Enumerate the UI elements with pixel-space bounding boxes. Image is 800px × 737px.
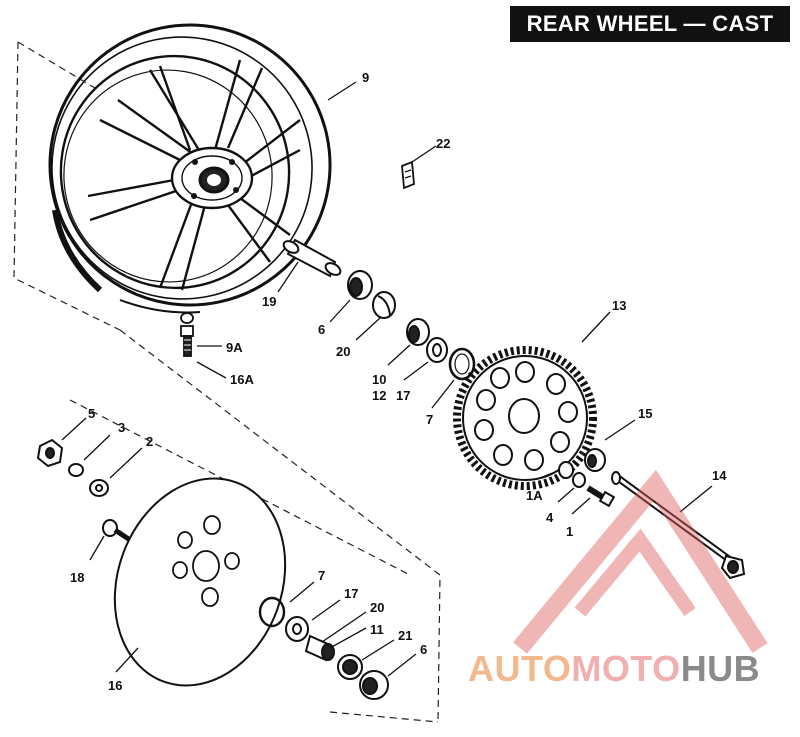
callout-16: 16 (108, 678, 122, 693)
leader-lines (61, 81, 713, 677)
callout-9A: 9A (226, 340, 243, 355)
bearing-6-lower (359, 670, 389, 700)
callout-7-lower: 7 (318, 568, 325, 583)
callout-9: 9 (362, 70, 369, 85)
callout-21: 21 (398, 628, 412, 643)
watermark-text: AUTOMOTOHUB (468, 648, 798, 698)
lockwasher-3 (68, 463, 84, 477)
watermark-auto: AUTO (468, 648, 572, 689)
spacer-tube-19 (282, 238, 342, 278)
callout-7-upper: 7 (426, 412, 433, 427)
watermark-hub: HUB (680, 648, 761, 689)
callout-16A: 16A (230, 372, 254, 387)
retaining-ring-7-lower (258, 596, 286, 628)
callout-15: 15 (638, 406, 652, 421)
seal-17-lower (285, 616, 309, 642)
washer-1A (558, 461, 574, 479)
spacer-20-upper (372, 291, 396, 319)
retaining-ring-7-upper (448, 347, 476, 381)
callout-10: 10 (372, 372, 386, 387)
washer-2 (89, 479, 109, 497)
diagram-title: REAR WHEEL — CAST (510, 6, 790, 42)
callout-20-lower: 20 (370, 600, 384, 615)
lockwasher-4 (572, 472, 586, 488)
callout-5: 5 (88, 406, 95, 421)
callout-12: 12 (372, 388, 386, 403)
callout-14: 14 (712, 468, 727, 483)
rear-axle-14 (611, 471, 746, 580)
callout-4: 4 (546, 510, 554, 525)
cast-wheel (48, 23, 332, 314)
callout-1: 1 (566, 524, 573, 539)
nut-5 (36, 438, 64, 468)
bolt-1 (586, 485, 616, 508)
callout-labels: 9 22 19 6 20 9A 16A 13 10 12 17 7 15 14 … (70, 70, 727, 693)
callout-11: 11 (370, 622, 384, 637)
callout-1A: 1A (526, 488, 543, 503)
callout-13: 13 (612, 298, 626, 313)
watermark-logo (513, 469, 768, 654)
balance-weight-22 (401, 160, 415, 190)
callout-6-lower: 6 (420, 642, 427, 657)
callout-19: 19 (262, 294, 276, 309)
seal-17-upper (426, 337, 448, 363)
callout-3: 3 (118, 420, 125, 435)
callout-22: 22 (436, 136, 450, 151)
bearing-10-12 (406, 318, 430, 346)
spacer-20-11-lower (304, 634, 335, 662)
callout-17-lower: 17 (344, 586, 358, 601)
callout-18: 18 (70, 570, 84, 585)
callout-20-upper: 20 (336, 344, 350, 359)
bearing-6-upper (347, 270, 373, 300)
seal-21 (337, 654, 363, 680)
disc-bolt-18 (102, 519, 132, 543)
brake-disc-16 (113, 477, 287, 687)
callout-6-upper: 6 (318, 322, 325, 337)
rear-sprocket-13 (453, 346, 597, 490)
callout-2: 2 (146, 434, 153, 449)
callout-17-upper: 17 (396, 388, 410, 403)
grease-fitting-9A-16A (180, 312, 194, 357)
watermark-moto: MOTO (571, 648, 681, 689)
axle-spacer-15 (584, 448, 606, 472)
assembly-dashed-outline (13, 41, 441, 723)
